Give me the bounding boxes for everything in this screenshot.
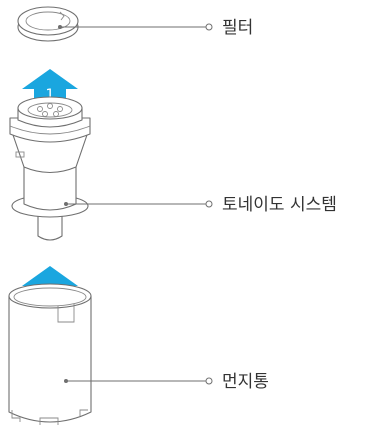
- tornado-leader-dot: [64, 202, 68, 206]
- tornado-system-label: 토네이도 시스템: [222, 195, 337, 215]
- filter-part: [17, 6, 79, 42]
- filter-leader-dot: [58, 25, 62, 29]
- dust-bin-label: 먼지통: [222, 372, 269, 392]
- step-1-arrow: 1: [22, 69, 78, 106]
- tornado-system-part: [9, 96, 91, 241]
- tornado-leader-end: [205, 200, 213, 208]
- step-1-number: 1: [46, 87, 55, 103]
- filter-leader-end: [205, 23, 213, 31]
- dust-bin-part: [8, 283, 92, 425]
- dustbin-leader-end: [205, 377, 213, 385]
- dustbin-leader-dot: [64, 379, 68, 383]
- filter-label: 필터: [222, 18, 253, 38]
